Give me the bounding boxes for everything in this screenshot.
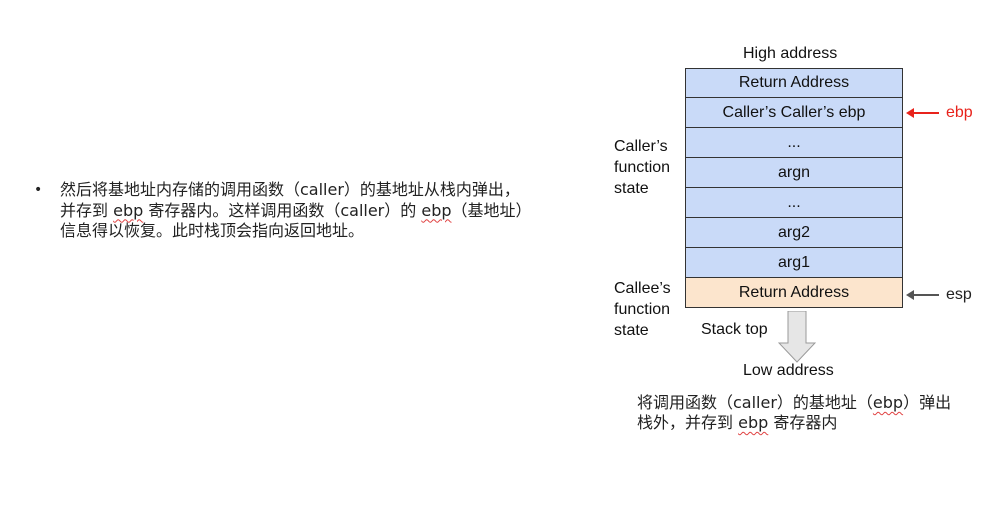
ebp-pointer: ebp xyxy=(906,104,973,122)
arrow-left-icon xyxy=(906,290,939,300)
low-address-label: Low address xyxy=(743,362,834,379)
caption-text-part: 将调用函数（caller）的基地址（ xyxy=(637,393,873,412)
stack-cell-ellipsis: ... xyxy=(685,128,903,158)
stack-frame: Return Address Caller’s Caller’s ebp ...… xyxy=(685,68,903,308)
caller-state-line: Caller’s xyxy=(614,138,668,155)
caption-ebp-term: ebp xyxy=(872,393,904,412)
arrow-left-icon xyxy=(906,108,939,118)
caller-state-label: Caller’s function state xyxy=(614,136,670,199)
ebp-label: ebp xyxy=(946,104,973,121)
esp-pointer: esp xyxy=(906,286,972,304)
bullet-text-part: 然后将基地址内存储的调用函数（caller）的基地址从栈内弹出，并存到 xyxy=(60,180,520,220)
bullet-point: • 然后将基地址内存储的调用函数（caller）的基地址从栈内弹出，并存到 eb… xyxy=(34,180,524,242)
callee-state-line: state xyxy=(614,322,649,339)
caption-text-part: ）弹出栈外，并存到 xyxy=(637,393,952,432)
bullet-dot: • xyxy=(34,182,43,198)
callee-state-label: Callee’s function state xyxy=(614,278,671,341)
stack-cell-arg1: arg1 xyxy=(685,248,903,278)
down-arrow-icon xyxy=(778,311,816,363)
caption-text-part: 寄存器内 xyxy=(768,413,838,432)
bullet-ebp-term: ebp xyxy=(421,200,452,220)
stack-cell-ellipsis: ... xyxy=(685,188,903,218)
caption-ebp-term: ebp xyxy=(738,413,769,432)
stack-cell-arg2: arg2 xyxy=(685,218,903,248)
caller-state-line: state xyxy=(614,180,649,197)
callee-state-line: function xyxy=(614,301,671,318)
stack-top-label: Stack top xyxy=(701,321,768,338)
bullet-text-part: 寄存器内。这样调用函数（caller）的 xyxy=(143,200,422,220)
stack-cell-return-address: Return Address xyxy=(685,68,903,98)
stack-cell-caller-ebp: Caller’s Caller’s ebp xyxy=(685,98,903,128)
esp-label: esp xyxy=(946,286,972,303)
stack-cell-callee-return-address: Return Address xyxy=(685,278,903,308)
caller-state-line: function xyxy=(614,159,671,176)
stack-cell-argn: argn xyxy=(685,158,903,188)
callee-state-line: Callee’s xyxy=(614,280,671,297)
bullet-text-part: （基地址）信息得以恢复。此时栈顶会指向返回地址。 xyxy=(60,200,524,241)
high-address-label: High address xyxy=(743,45,838,62)
bullet-ebp-term: ebp xyxy=(113,200,144,220)
diagram-caption: 将调用函数（caller）的基地址（ebp）弹出栈外，并存到 ebp 寄存器内 xyxy=(637,393,967,433)
bullet-text: 然后将基地址内存储的调用函数（caller）的基地址从栈内弹出，并存到 ebp … xyxy=(60,180,524,242)
